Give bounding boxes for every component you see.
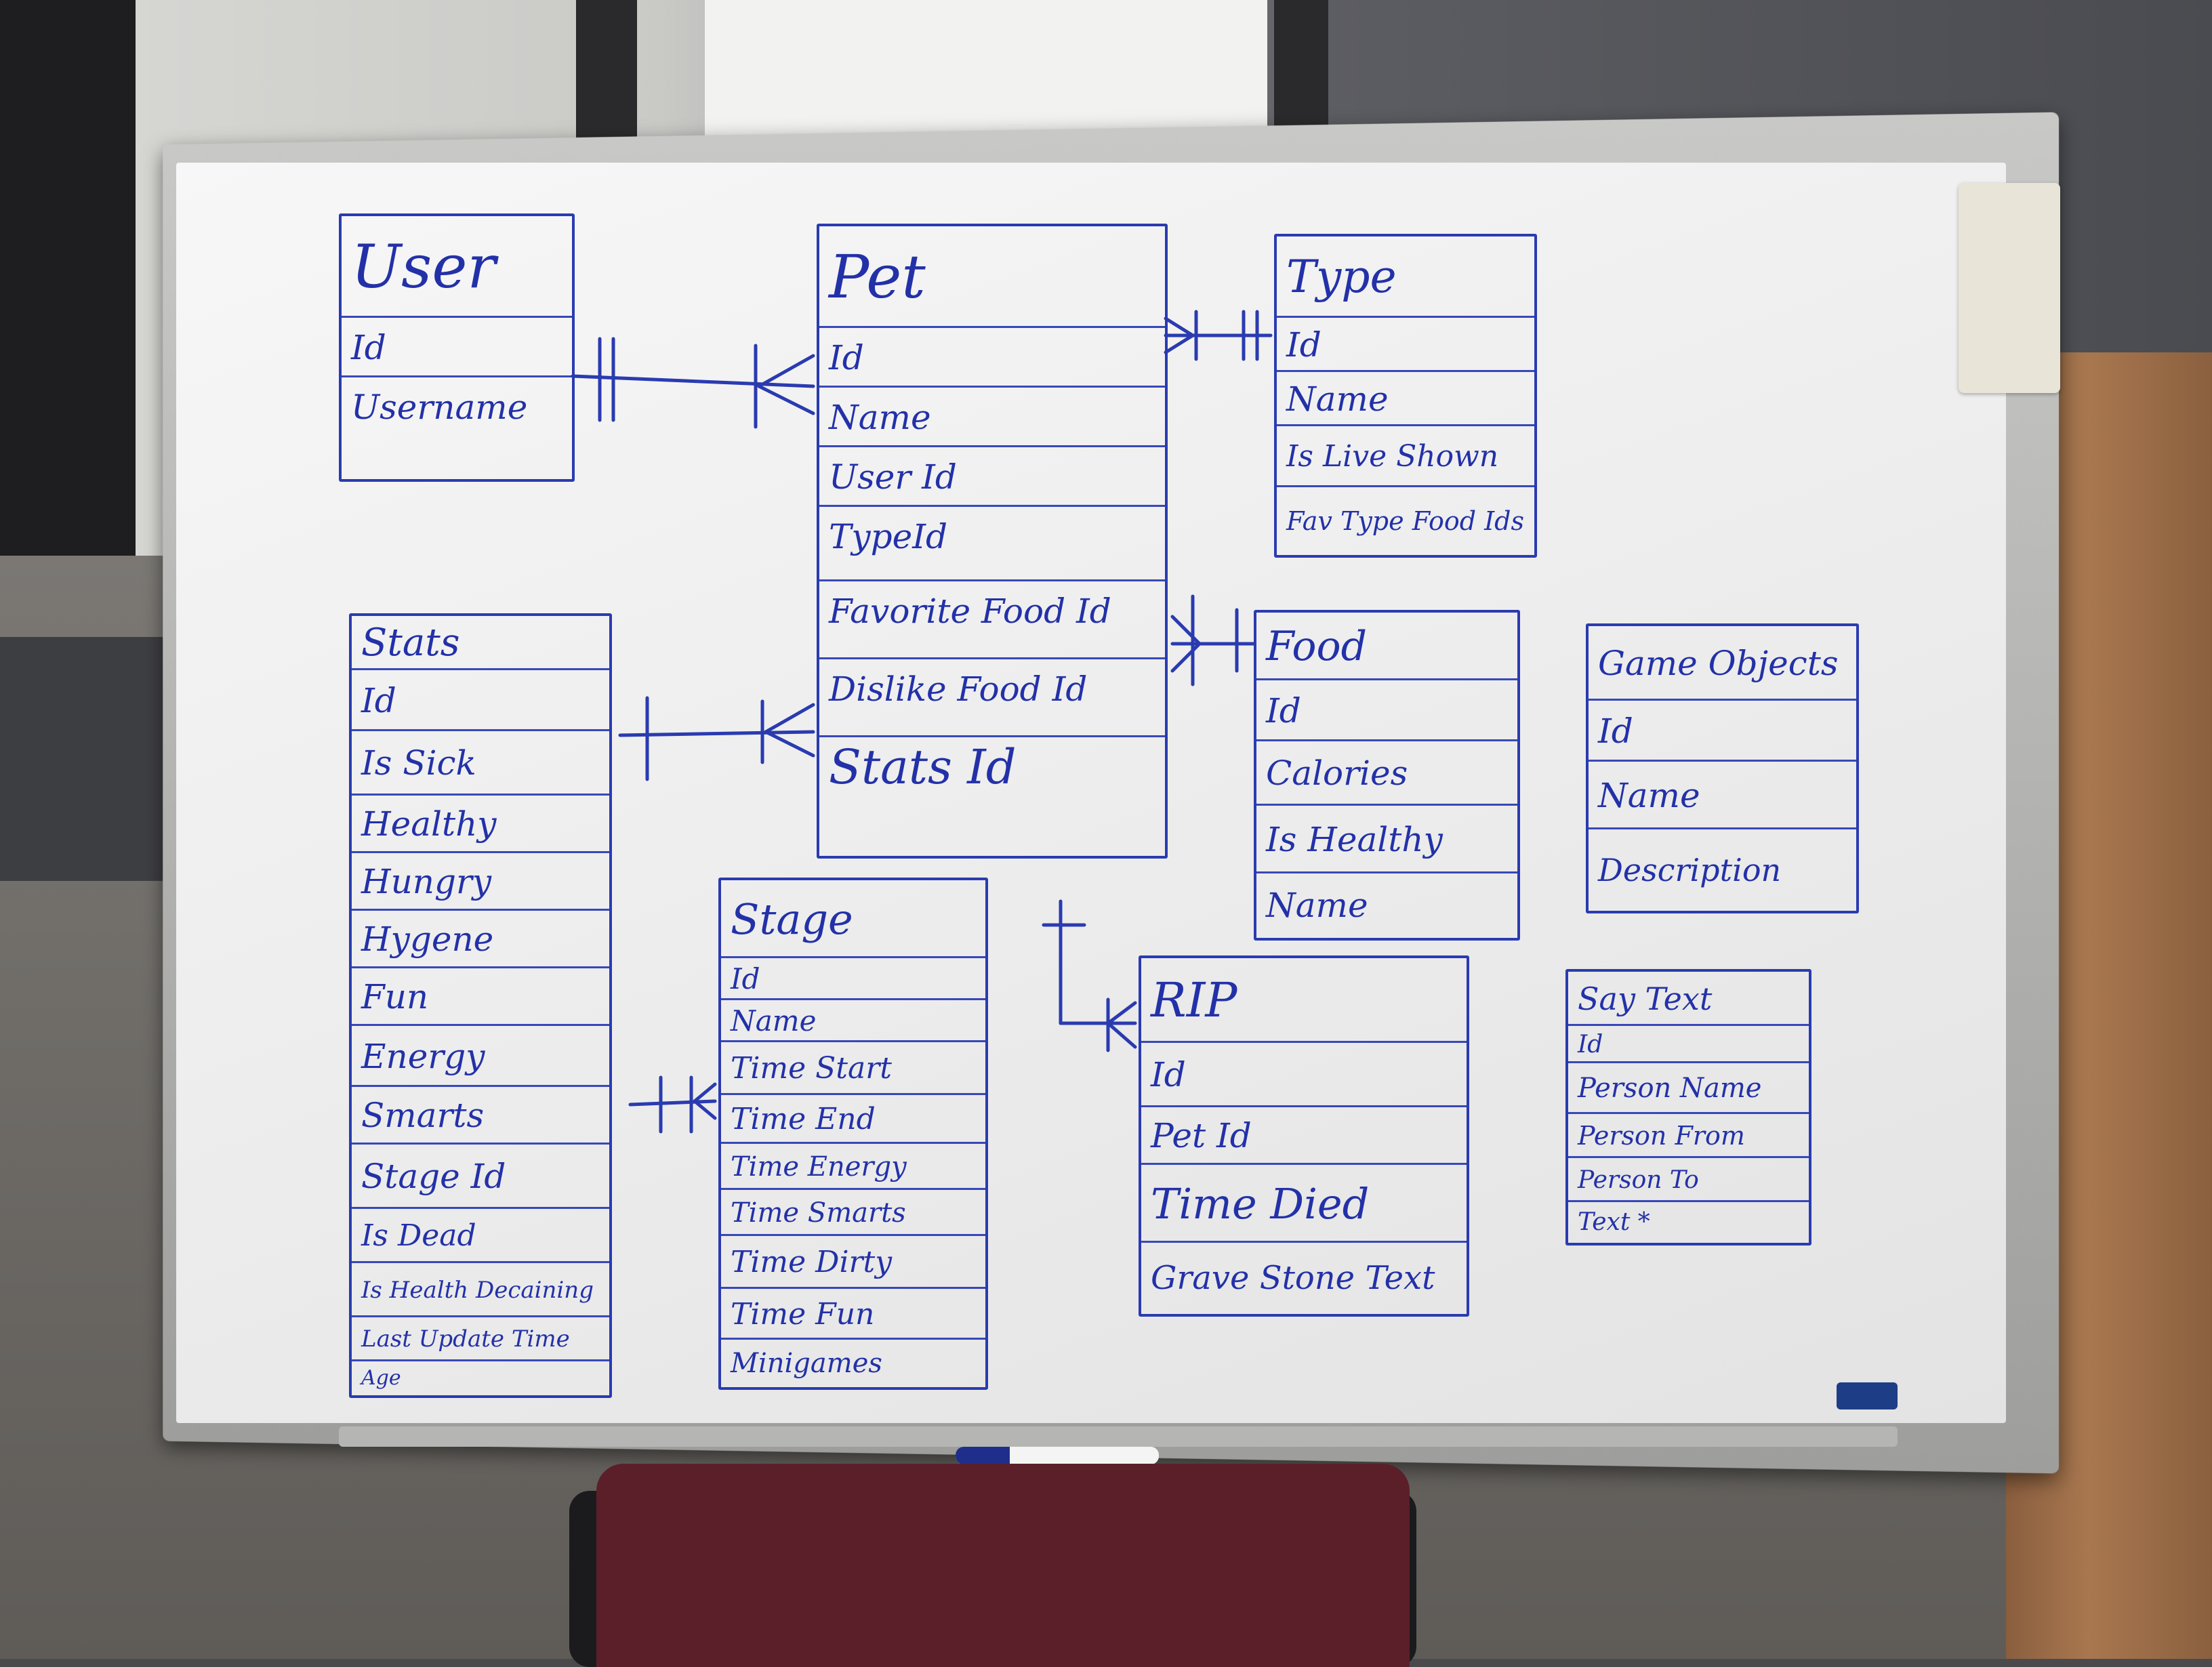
entity-field: Fun — [352, 968, 609, 1026]
entity-field: Id — [721, 958, 985, 1000]
entity-field: Name — [1589, 762, 1856, 829]
entity-field: Id — [1568, 1026, 1809, 1063]
entity-title: Say Text — [1568, 972, 1809, 1026]
entity-field: Id — [819, 328, 1165, 388]
entity-title: Stage — [721, 880, 985, 958]
entity-field: Grave Stone Text — [1151, 1259, 1435, 1297]
entity-say-text: Say Text Id Person Name Person From Pers… — [1565, 969, 1811, 1246]
entity-field: Is Sick — [352, 731, 609, 796]
entity-field: Dislike Food Id — [819, 659, 1165, 737]
entity-field: Stage Id — [352, 1145, 609, 1209]
entity-field: Name — [819, 388, 1165, 447]
entity-stage: Stage Id Name Time Start Time End Time E… — [718, 878, 988, 1390]
marker-pen[interactable] — [956, 1447, 1159, 1464]
brand-logo — [1837, 1382, 1898, 1409]
entity-field: Username — [351, 388, 528, 427]
entity-field: Time Dirty — [721, 1236, 985, 1289]
entity-field: Favorite Food Id — [819, 581, 1165, 659]
entity-type: Type Id Name Is Live Shown Fav Type Food… — [1274, 234, 1537, 558]
marker-tray — [339, 1426, 1898, 1447]
whiteboard-eraser — [1959, 183, 2060, 393]
entity-field: Last Update Time — [352, 1317, 609, 1361]
entity-field: Id — [352, 670, 609, 731]
entity-field: Is Live Shown — [1277, 426, 1534, 487]
entity-field: Id — [1141, 1043, 1467, 1107]
entity-field: Time Energy — [721, 1144, 985, 1190]
entity-title: Stats — [352, 616, 609, 670]
dark-doorway — [0, 0, 136, 610]
entity-rip: RIP Id Pet Id Time Died Grave Stone Text — [1139, 955, 1469, 1317]
entity-field: Person To — [1568, 1158, 1809, 1202]
entity-field: Time End — [721, 1095, 985, 1144]
entity-field: Id — [1256, 680, 1517, 741]
entity-field: Energy — [352, 1026, 609, 1087]
entity-field: Name — [721, 1000, 985, 1042]
entity-title: User — [342, 216, 572, 318]
entity-user: User Id Username — [339, 213, 575, 482]
entity-field: Name — [1277, 372, 1534, 426]
entity-field: User Id — [819, 447, 1165, 507]
door-frame-left — [576, 0, 637, 149]
window — [705, 0, 1267, 142]
entity-field: Name — [1266, 886, 1368, 925]
entity-food: Food Id Calories Is Healthy Name — [1254, 610, 1520, 941]
entity-field: Id — [1589, 701, 1856, 762]
entity-field: Is Healthy — [1256, 806, 1517, 873]
entity-field: Stats Id — [829, 739, 1017, 795]
entity-pet: Pet Id Name User Id TypeId Favorite Food… — [817, 224, 1168, 859]
entity-title: Food — [1256, 613, 1517, 680]
entity-title: Game Objects — [1589, 626, 1856, 701]
entity-field: Id — [342, 318, 572, 377]
entity-field: TypeId — [819, 507, 1165, 581]
entity-field: Fav Type Food Ids — [1286, 506, 1524, 536]
entity-field: Is Health Decaining — [352, 1263, 609, 1317]
entity-field: Person Name — [1568, 1063, 1809, 1114]
entity-field: Is Dead — [352, 1209, 609, 1263]
entity-field: Id — [1277, 318, 1534, 372]
entity-field: Hygene — [352, 911, 609, 968]
entity-field: Smarts — [352, 1087, 609, 1145]
entity-field: Healthy — [352, 796, 609, 853]
entity-field: Time Start — [721, 1042, 985, 1095]
entity-field: Time Smarts — [721, 1190, 985, 1236]
entity-field: Age — [361, 1366, 401, 1390]
entity-title: Type — [1277, 236, 1534, 318]
entity-field: Minigames — [731, 1348, 882, 1379]
entity-title: RIP — [1141, 958, 1467, 1043]
entity-title: Pet — [819, 226, 1165, 328]
entity-field: Person From — [1568, 1114, 1809, 1158]
chair — [596, 1464, 1410, 1667]
entity-field: Calories — [1256, 741, 1517, 806]
entity-field: Time Died — [1141, 1165, 1467, 1243]
entity-field: Text * — [1578, 1208, 1650, 1236]
whiteboard — [176, 163, 2006, 1423]
entity-stats: Stats Id Is Sick Healthy Hungry Hygene F… — [349, 613, 612, 1398]
entity-field: Description — [1598, 852, 1782, 888]
entity-field: Time Fun — [721, 1289, 985, 1340]
marker-cap — [956, 1447, 1010, 1464]
entity-field: Hungry — [352, 853, 609, 911]
entity-field: Pet Id — [1141, 1107, 1467, 1165]
entity-game-objects: Game Objects Id Name Description — [1586, 623, 1859, 913]
